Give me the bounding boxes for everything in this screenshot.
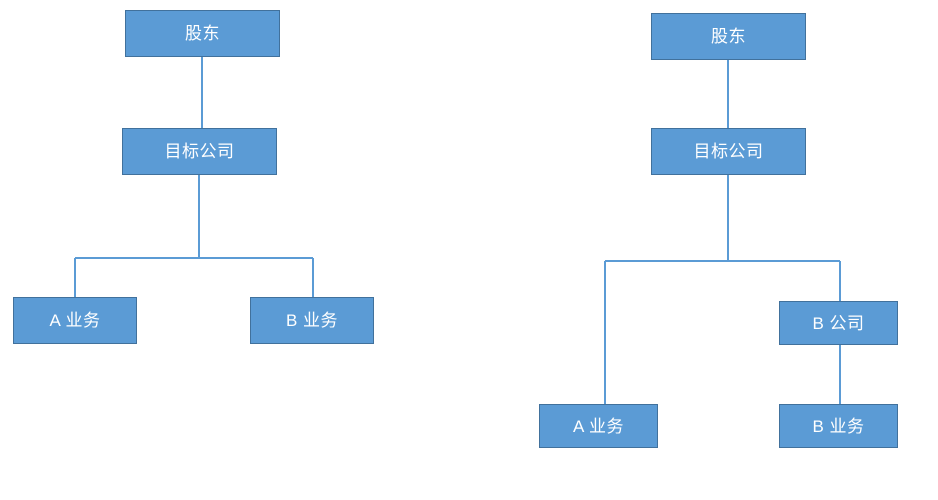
node-left-business-a[interactable]: A 业务 (13, 297, 137, 344)
node-left-shareholder[interactable]: 股东 (125, 10, 280, 57)
node-right-target-company[interactable]: 目标公司 (651, 128, 806, 175)
node-left-target-company[interactable]: 目标公司 (122, 128, 277, 175)
node-right-company-b[interactable]: B 公司 (779, 301, 898, 345)
node-right-business-a[interactable]: A 业务 (539, 404, 658, 448)
node-right-shareholder[interactable]: 股东 (651, 13, 806, 60)
node-left-business-b[interactable]: B 业务 (250, 297, 374, 344)
node-right-business-b[interactable]: B 业务 (779, 404, 898, 448)
